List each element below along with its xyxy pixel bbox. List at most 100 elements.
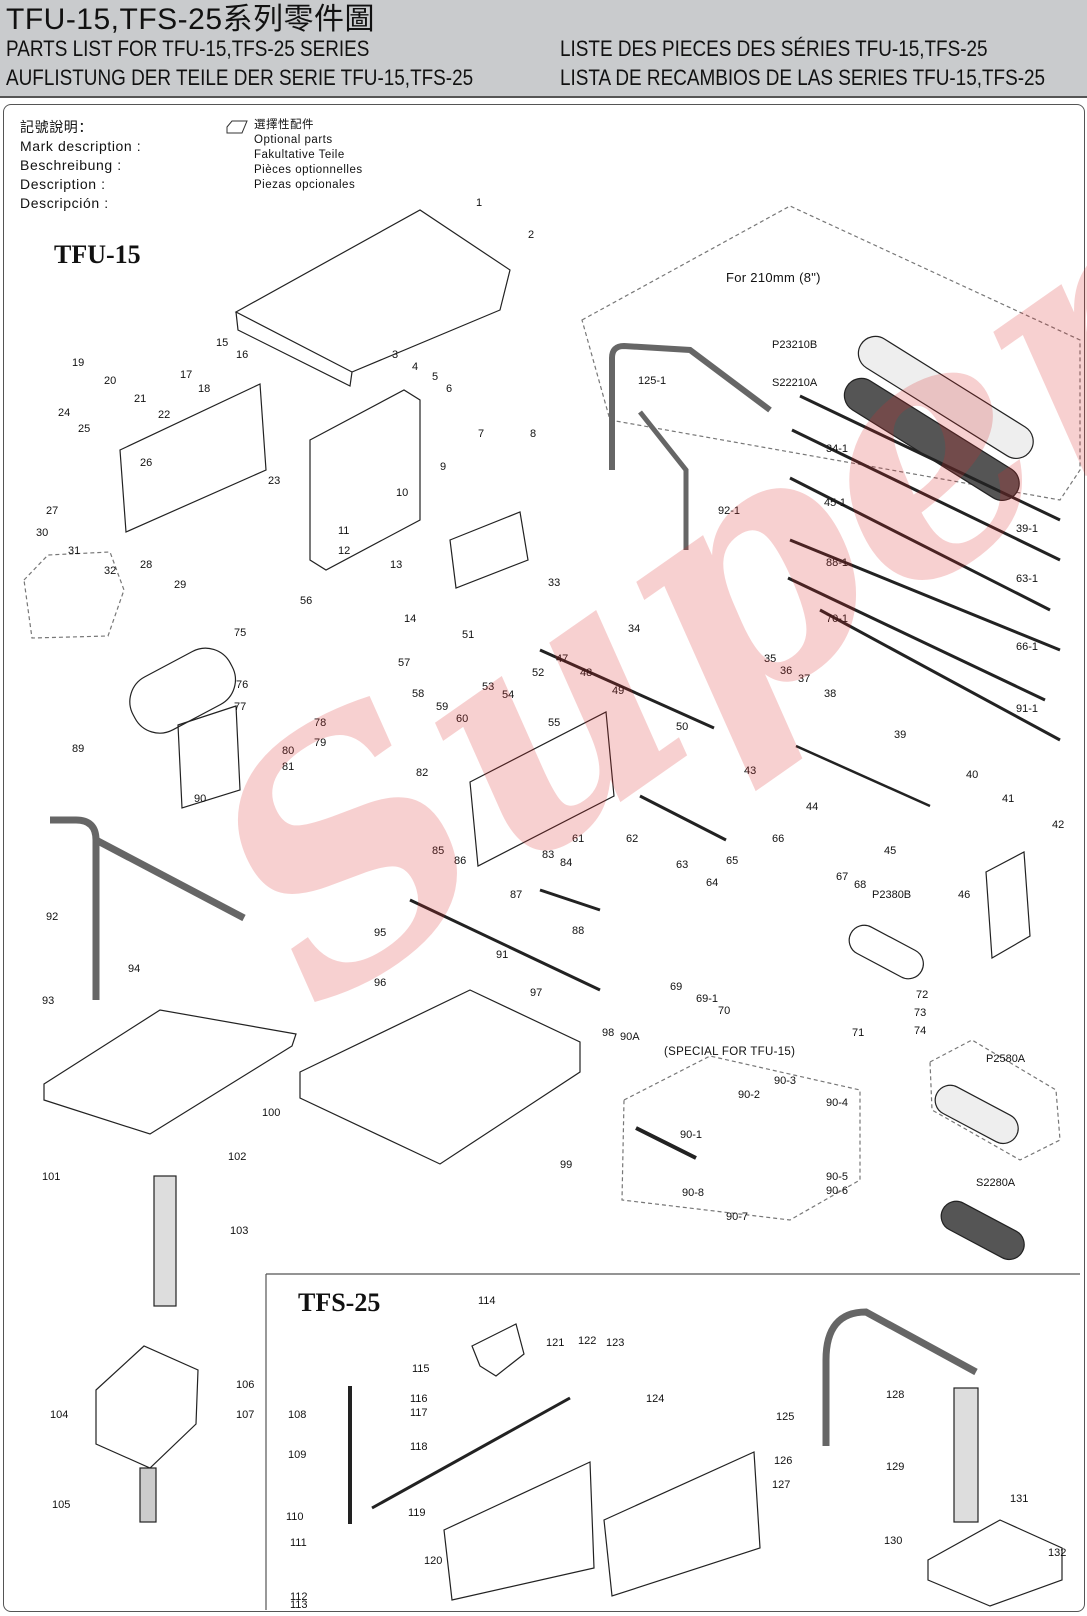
part-label-19: 19 [72, 357, 84, 369]
part-label-127: 127 [772, 1479, 790, 1491]
part-label-85: 85 [432, 845, 444, 857]
part-label-114: 114 [478, 1295, 496, 1307]
part-label-76: 76 [236, 679, 248, 691]
part-label-81: 81 [282, 761, 294, 773]
part-label-50: 50 [676, 721, 688, 733]
part-label-98: 98 [602, 1027, 614, 1039]
part-label-s22210a: S22210A [772, 377, 818, 389]
part-label-34-1: 34-1 [826, 443, 848, 455]
part-label-93: 93 [42, 995, 54, 1007]
part-label-88: 88 [572, 925, 584, 937]
optional-es: Piezas opcionales [254, 179, 356, 191]
optional-parts-legend: 選擇性配件 Optional parts Fakultative Teile P… [254, 118, 363, 193]
part-label-66-1: 66-1 [1016, 641, 1038, 653]
part-label-116: 116 [410, 1393, 428, 1405]
part-label-105: 105 [52, 1499, 70, 1511]
part-label-39-1: 39-1 [1016, 523, 1038, 535]
part-label-56: 56 [300, 595, 312, 607]
part-label-4: 4 [412, 361, 418, 373]
part-label-58: 58 [412, 688, 424, 700]
part-label-30: 30 [36, 527, 48, 539]
part-label-33: 33 [548, 577, 560, 589]
part-label-92: 92 [46, 911, 58, 923]
part-label-110: 110 [286, 1511, 304, 1523]
part-label-115: 115 [412, 1363, 430, 1375]
part-label-122: 122 [578, 1335, 596, 1347]
part-label-90-2: 90-2 [738, 1089, 760, 1101]
part-label-37: 37 [798, 673, 810, 685]
part-label-83: 83 [542, 849, 554, 861]
part-label-70: 70 [718, 1005, 730, 1017]
part-label-128: 128 [886, 1389, 904, 1401]
part-label-8: 8 [530, 428, 536, 440]
part-label-61: 61 [572, 833, 584, 845]
part-label-92-1: 92-1 [718, 505, 740, 517]
part-label-86: 86 [454, 855, 466, 867]
hexagon-icon [226, 120, 248, 134]
part-label-107: 107 [236, 1409, 254, 1421]
part-label-82: 82 [416, 767, 428, 779]
part-label-121: 121 [546, 1337, 564, 1349]
part-label-106: 106 [236, 1379, 254, 1391]
part-label-67: 67 [836, 871, 848, 883]
part-label-79: 79 [314, 737, 326, 749]
part-label-s2280a: S2280A [976, 1177, 1016, 1189]
part-label-91-1: 91-1 [1016, 703, 1038, 715]
part-label-90a: 90A [620, 1031, 640, 1043]
part-label-72: 72 [916, 989, 928, 1001]
part-label-111: 111 [290, 1537, 307, 1549]
header-bar: TFU-15,TFS-25系列零件圖 PARTS LIST FOR TFU-15… [0, 0, 1087, 98]
part-label-104: 104 [50, 1409, 68, 1421]
part-label-14: 14 [404, 613, 416, 625]
part-label-118: 118 [410, 1441, 428, 1453]
part-label-55: 55 [548, 717, 560, 729]
part-label-25: 25 [78, 423, 90, 435]
part-label-1: 1 [476, 197, 482, 209]
optional-en: Optional parts [254, 134, 333, 146]
part-label-16: 16 [236, 349, 248, 361]
part-label-90-1: 90-1 [680, 1129, 702, 1141]
part-label-9: 9 [440, 461, 446, 473]
part-label-69-1: 69-1 [696, 993, 718, 1005]
part-label-87: 87 [510, 889, 522, 901]
subtitle-spanish: LISTA DE RECAMBIOS DE LAS SERIES TFU-15,… [560, 65, 1046, 90]
part-label-15: 15 [216, 337, 228, 349]
optional-de: Fakultative Teile [254, 149, 345, 161]
part-label-23: 23 [268, 475, 280, 487]
part-label-10: 10 [396, 487, 408, 499]
part-label-78: 78 [314, 717, 326, 729]
part-label-73: 73 [914, 1007, 926, 1019]
part-label-97: 97 [530, 987, 542, 999]
model-label-tfu15: TFU-15 [54, 240, 141, 269]
part-label-120: 120 [424, 1555, 442, 1567]
part-label-54: 54 [502, 689, 514, 701]
part-label-132: 132 [1048, 1547, 1066, 1559]
part-label-102: 102 [228, 1151, 246, 1163]
part-label-90-5: 90-5 [826, 1171, 848, 1183]
part-label-35: 35 [764, 653, 776, 665]
part-label-100: 100 [262, 1107, 280, 1119]
part-label-11: 11 [338, 525, 349, 537]
part-label-31: 31 [68, 545, 80, 557]
part-label-59: 59 [436, 701, 448, 713]
part-label-66: 66 [772, 833, 784, 845]
note-210mm: For 210mm (8") [726, 270, 821, 285]
part-label-108: 108 [288, 1409, 306, 1421]
part-label-75: 75 [234, 627, 246, 639]
part-label-68: 68 [854, 879, 866, 891]
diagram-frame [3, 104, 1085, 1612]
part-label-80: 80 [282, 745, 294, 757]
part-label-117: 117 [410, 1407, 428, 1419]
part-label-109: 109 [288, 1449, 306, 1461]
part-label-64: 64 [706, 877, 718, 889]
part-label-41: 41 [1002, 793, 1014, 805]
part-label-21: 21 [134, 393, 146, 405]
part-label-125-1: 125-1 [638, 375, 666, 387]
part-label-47: 47 [556, 653, 568, 665]
legend-de: Beschreibung : [20, 157, 122, 173]
part-label-63: 63 [676, 859, 688, 871]
part-label-131: 131 [1010, 1493, 1028, 1505]
part-label-p23210b: P23210B [772, 339, 817, 351]
legend-en: Mark description : [20, 138, 142, 154]
part-label-6: 6 [446, 383, 452, 395]
